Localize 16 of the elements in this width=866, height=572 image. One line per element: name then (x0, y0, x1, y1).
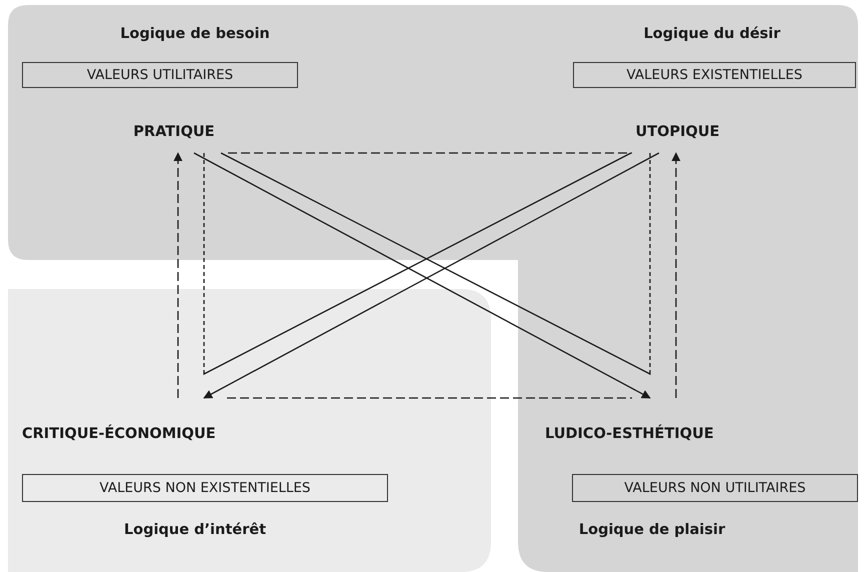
arrow (174, 152, 182, 398)
logic-heading: Logique de besoin (120, 26, 270, 42)
pole-label: CRITIQUE-ÉCONOMIQUE (22, 398, 262, 442)
logic-heading: Logique d’intérêt (124, 522, 266, 538)
pole-label: LUDICO-ESTHÉTIQUE (545, 398, 735, 442)
pole-label: UTOPIQUE (620, 124, 735, 153)
connector-line (228, 152, 632, 154)
value-box: VALEURS NON UTILITAIRES (572, 474, 858, 502)
arrow (672, 152, 680, 398)
value-box: VALEURS UTILITAIRES (22, 62, 298, 88)
logic-heading: Logique du désir (644, 26, 780, 42)
value-box: VALEURS EXISTENTIELLES (573, 62, 856, 88)
pole-label: PRATIQUE (120, 124, 228, 153)
value-box: VALEURS NON EXISTENTIELLES (22, 474, 388, 502)
logic-heading: Logique de plaisir (578, 522, 726, 538)
connector-line (227, 397, 632, 399)
